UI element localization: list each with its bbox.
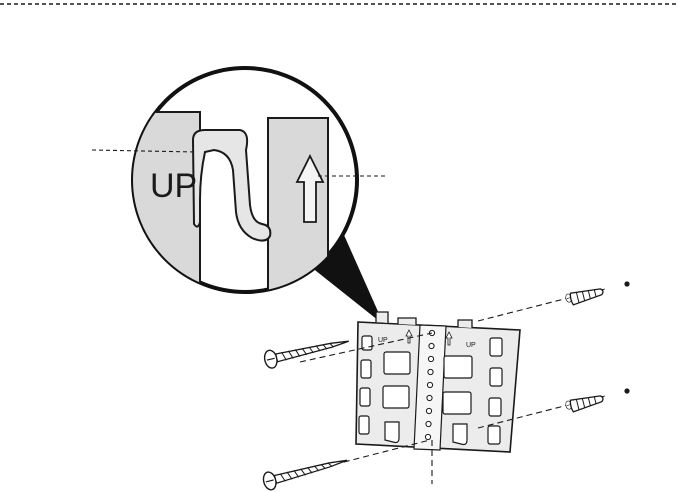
screw-top-left (263, 332, 351, 369)
wall-anchor-bottom (569, 392, 604, 412)
guide-line-top-right (478, 297, 572, 321)
mounting-bracket: UP UP (356, 312, 520, 452)
screw-bottom-left (262, 452, 350, 492)
bracket-up-label-left: UP (378, 337, 388, 344)
callout-up-label: UP (150, 167, 197, 205)
wall-hole-top (624, 281, 629, 286)
wall-hole-bottom (624, 388, 629, 393)
bracket-up-label-right: UP (466, 342, 476, 349)
wall-anchor-top (569, 285, 604, 305)
